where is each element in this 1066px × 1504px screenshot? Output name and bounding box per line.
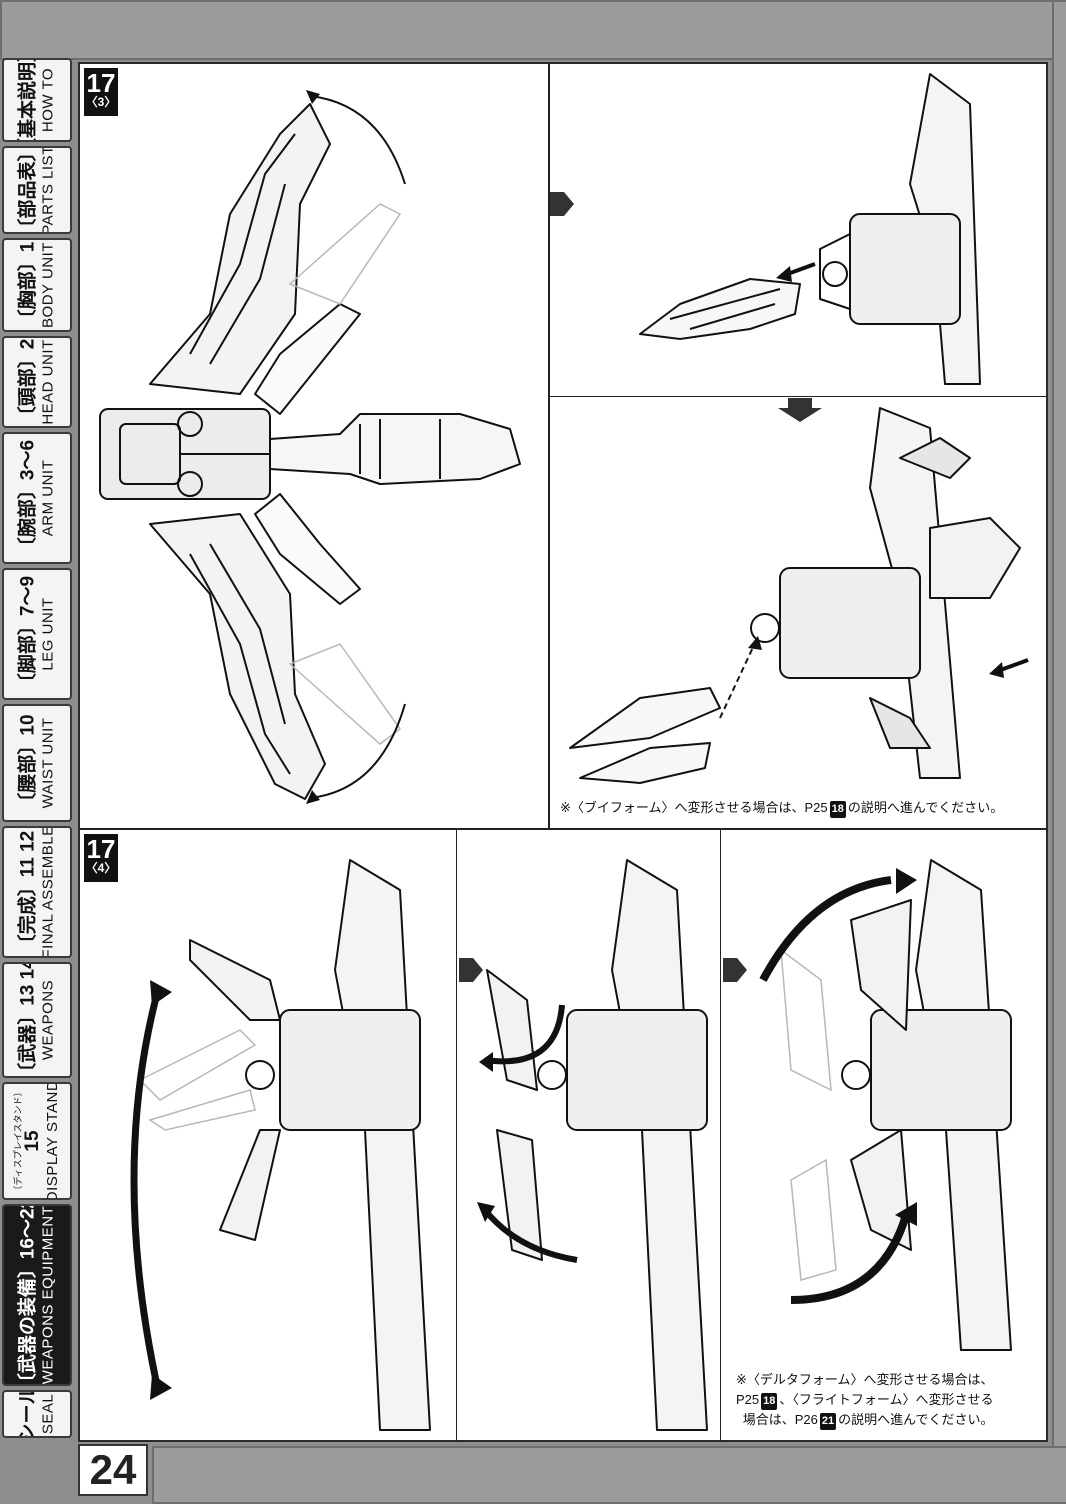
nav-tab[interactable]: 〔部品表〕PARTS LIST (2, 146, 72, 234)
nav-tab-jp-label: 〔部品表〕 (17, 146, 39, 234)
illustration-detach-part (550, 73, 981, 385)
note-line: ※〈デルタフォーム〉へ変形させる場合は、 (736, 1372, 994, 1387)
nav-tab-en-label: DISPLAY STAND (44, 1082, 61, 1200)
nav-tab[interactable]: 〔基本説明〕HOW TO (2, 58, 72, 142)
nav-tab-jp-label: 〔腕部〕3〜6 (17, 439, 39, 557)
nav-tab-label-group: 〔シール〕SEAL (17, 1390, 57, 1438)
nav-tab-jp-label: 〔完成〕11 12 (17, 830, 39, 954)
note-text: 場合は、P26 (742, 1412, 818, 1428)
nav-tab-jp-label: 〔基本説明〕 (17, 58, 39, 142)
background-panel (152, 1446, 1066, 1504)
horizontal-divider (550, 396, 1046, 397)
note-text: の説明へ進んでください。 (838, 1412, 994, 1428)
nav-tab-en-label: WEAPONS EQUIPMENT (39, 1205, 57, 1385)
illustration-attach-part (569, 398, 1029, 784)
nav-tab[interactable]: 〔シール〕SEAL (2, 1390, 72, 1438)
nav-tab-jp-label: 〔腰部〕10 (17, 714, 39, 812)
illustration-final-position (723, 859, 1012, 1351)
note-text: P25 (736, 1392, 760, 1408)
illustration-fold-arms (459, 859, 708, 1431)
vertical-divider (720, 830, 721, 1442)
nav-tab-en-label: HEAD UNIT (39, 339, 57, 425)
vertical-divider (456, 830, 457, 1442)
note-text: 、〈フライトフォーム〉へ変形させる (779, 1392, 994, 1408)
nav-tab-en-label: PARTS LIST (39, 146, 57, 234)
nav-tab-en-label: SEAL (39, 1393, 57, 1435)
step-badge-top: 17 〈3〉 (84, 68, 118, 116)
illustration-rotate-arms (130, 859, 431, 1431)
background-panel (1052, 0, 1066, 1504)
nav-tab-label-group: 〔基本説明〕HOW TO (17, 58, 57, 142)
step-badge-bottom: 17 〈4〉 (84, 834, 118, 882)
step-number: 17 (86, 834, 116, 864)
step-ref-badge: 21 (819, 1413, 837, 1431)
nav-tab-jp-label: 〔シール〕 (17, 1390, 39, 1438)
nav-tab-jp-label: 〔武器の装備〕16〜22 (17, 1204, 39, 1386)
nav-tab-en-label: WAIST UNIT (39, 717, 57, 809)
nav-tab-en-label: BODY UNIT (39, 242, 57, 328)
vertical-divider (548, 64, 550, 828)
nav-tab-label-group: 〔部品表〕PARTS LIST (17, 146, 57, 234)
step-ref-badge: 18 (761, 1393, 778, 1411)
nav-tab-jp-label: 〔武器〕13 14 (17, 962, 39, 1078)
nav-tab-en-label: HOW TO (39, 67, 57, 133)
step-ref-badge: 18 (829, 801, 846, 819)
step-substep: 〈3〉 (85, 95, 117, 109)
background-panel (0, 0, 1066, 60)
nav-tab-en-label: WEAPONS (39, 979, 57, 1061)
nav-tab-en-label: FINAL ASSEMBLE (39, 826, 57, 958)
nav-tab-jp-label: 〔胸部〕1 (17, 241, 39, 329)
horizontal-divider (80, 828, 1046, 830)
nav-tab-jp-label: 15 (22, 1130, 43, 1152)
nav-tab-jp-label: 〔脚部〕7〜9 (17, 575, 39, 693)
note-text: ※〈ブイフォーム〉へ変形させる場合は、P25 (560, 800, 828, 815)
step-substep: 〈4〉 (85, 861, 117, 875)
illustration-wing-unfold (99, 90, 521, 804)
nav-tab-jp-label: 〔頭部〕2 (17, 338, 39, 426)
page-number: 24 (78, 1444, 148, 1496)
step-number: 17 (86, 68, 116, 98)
nav-tab-en-label: ARM UNIT (39, 459, 57, 537)
nav-tab-en-label: LEG UNIT (39, 597, 57, 671)
note-text: の説明へ進んでください。 (847, 800, 1004, 815)
